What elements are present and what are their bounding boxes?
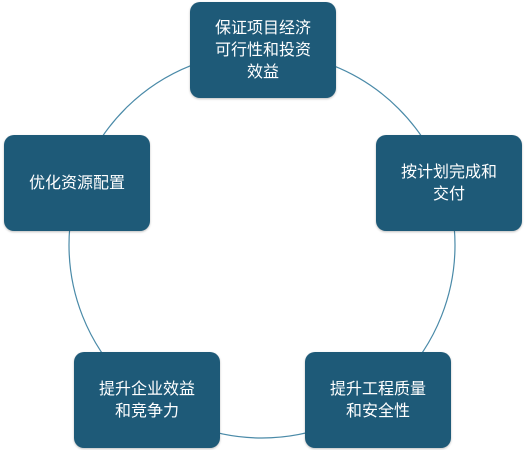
node-resource-optimization: 优化资源配置	[4, 135, 150, 231]
node-economic-feasibility: 保证项目经济 可行性和投资 效益	[190, 2, 336, 98]
node-on-schedule-delivery: 按计划完成和 交付	[376, 135, 522, 231]
node-quality-safety: 提升工程质量 和安全性	[305, 352, 451, 448]
node-enterprise-competitiveness: 提升企业效益 和竞争力	[74, 352, 220, 448]
